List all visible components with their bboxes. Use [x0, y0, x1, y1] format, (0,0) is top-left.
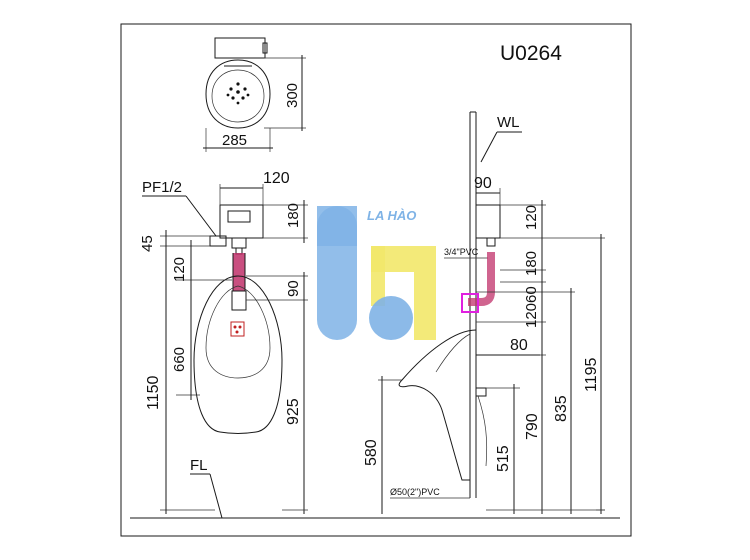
- dim-front-valve-width: 120: [263, 170, 290, 187]
- dim-front-valve-height: 180: [285, 203, 302, 228]
- front-view: PF1/2 45 120 660 1150: [139, 170, 308, 519]
- dim-front-1150: 1150: [145, 375, 162, 410]
- top-view: 285 300: [203, 37, 306, 152]
- dim-side-60: 60: [523, 286, 540, 303]
- dim-top-depth: 300: [284, 83, 301, 108]
- dim-front-90: 90: [285, 280, 302, 297]
- side-view: WL 90 3/4"PVC Ø50(2")PVC: [130, 111, 620, 519]
- dim-side-580: 580: [363, 439, 380, 466]
- dim-side-120-mid: 120: [523, 303, 540, 328]
- label-supply-pipe: 3/4"PVC: [444, 247, 479, 257]
- dim-side-120-top: 120: [523, 205, 540, 230]
- label-pf: PF1/2: [142, 179, 182, 196]
- dim-side-515: 515: [495, 445, 512, 472]
- drawing-frame: [120, 23, 632, 537]
- dim-front-925: 925: [285, 398, 302, 425]
- watermark-logo: LA HÀO: [317, 206, 436, 340]
- dim-side-835: 835: [553, 395, 570, 422]
- dim-side-80: 80: [510, 337, 528, 354]
- dim-front-660: 660: [171, 347, 188, 372]
- label-drain-pipe: Ø50(2")PVC: [390, 487, 440, 497]
- label-wl: WL: [497, 114, 520, 131]
- dim-front-45: 45: [139, 235, 156, 252]
- dim-top-width: 285: [222, 132, 247, 149]
- dim-side-90: 90: [474, 175, 492, 192]
- dim-side-790: 790: [524, 413, 541, 440]
- label-fl: FL: [190, 457, 208, 474]
- dim-front-120: 120: [171, 257, 188, 282]
- dim-side-1195: 1195: [583, 357, 600, 392]
- dim-side-180: 180: [523, 251, 540, 276]
- model-code: U0264: [500, 42, 562, 65]
- watermark-text: LA HÀO: [367, 208, 416, 223]
